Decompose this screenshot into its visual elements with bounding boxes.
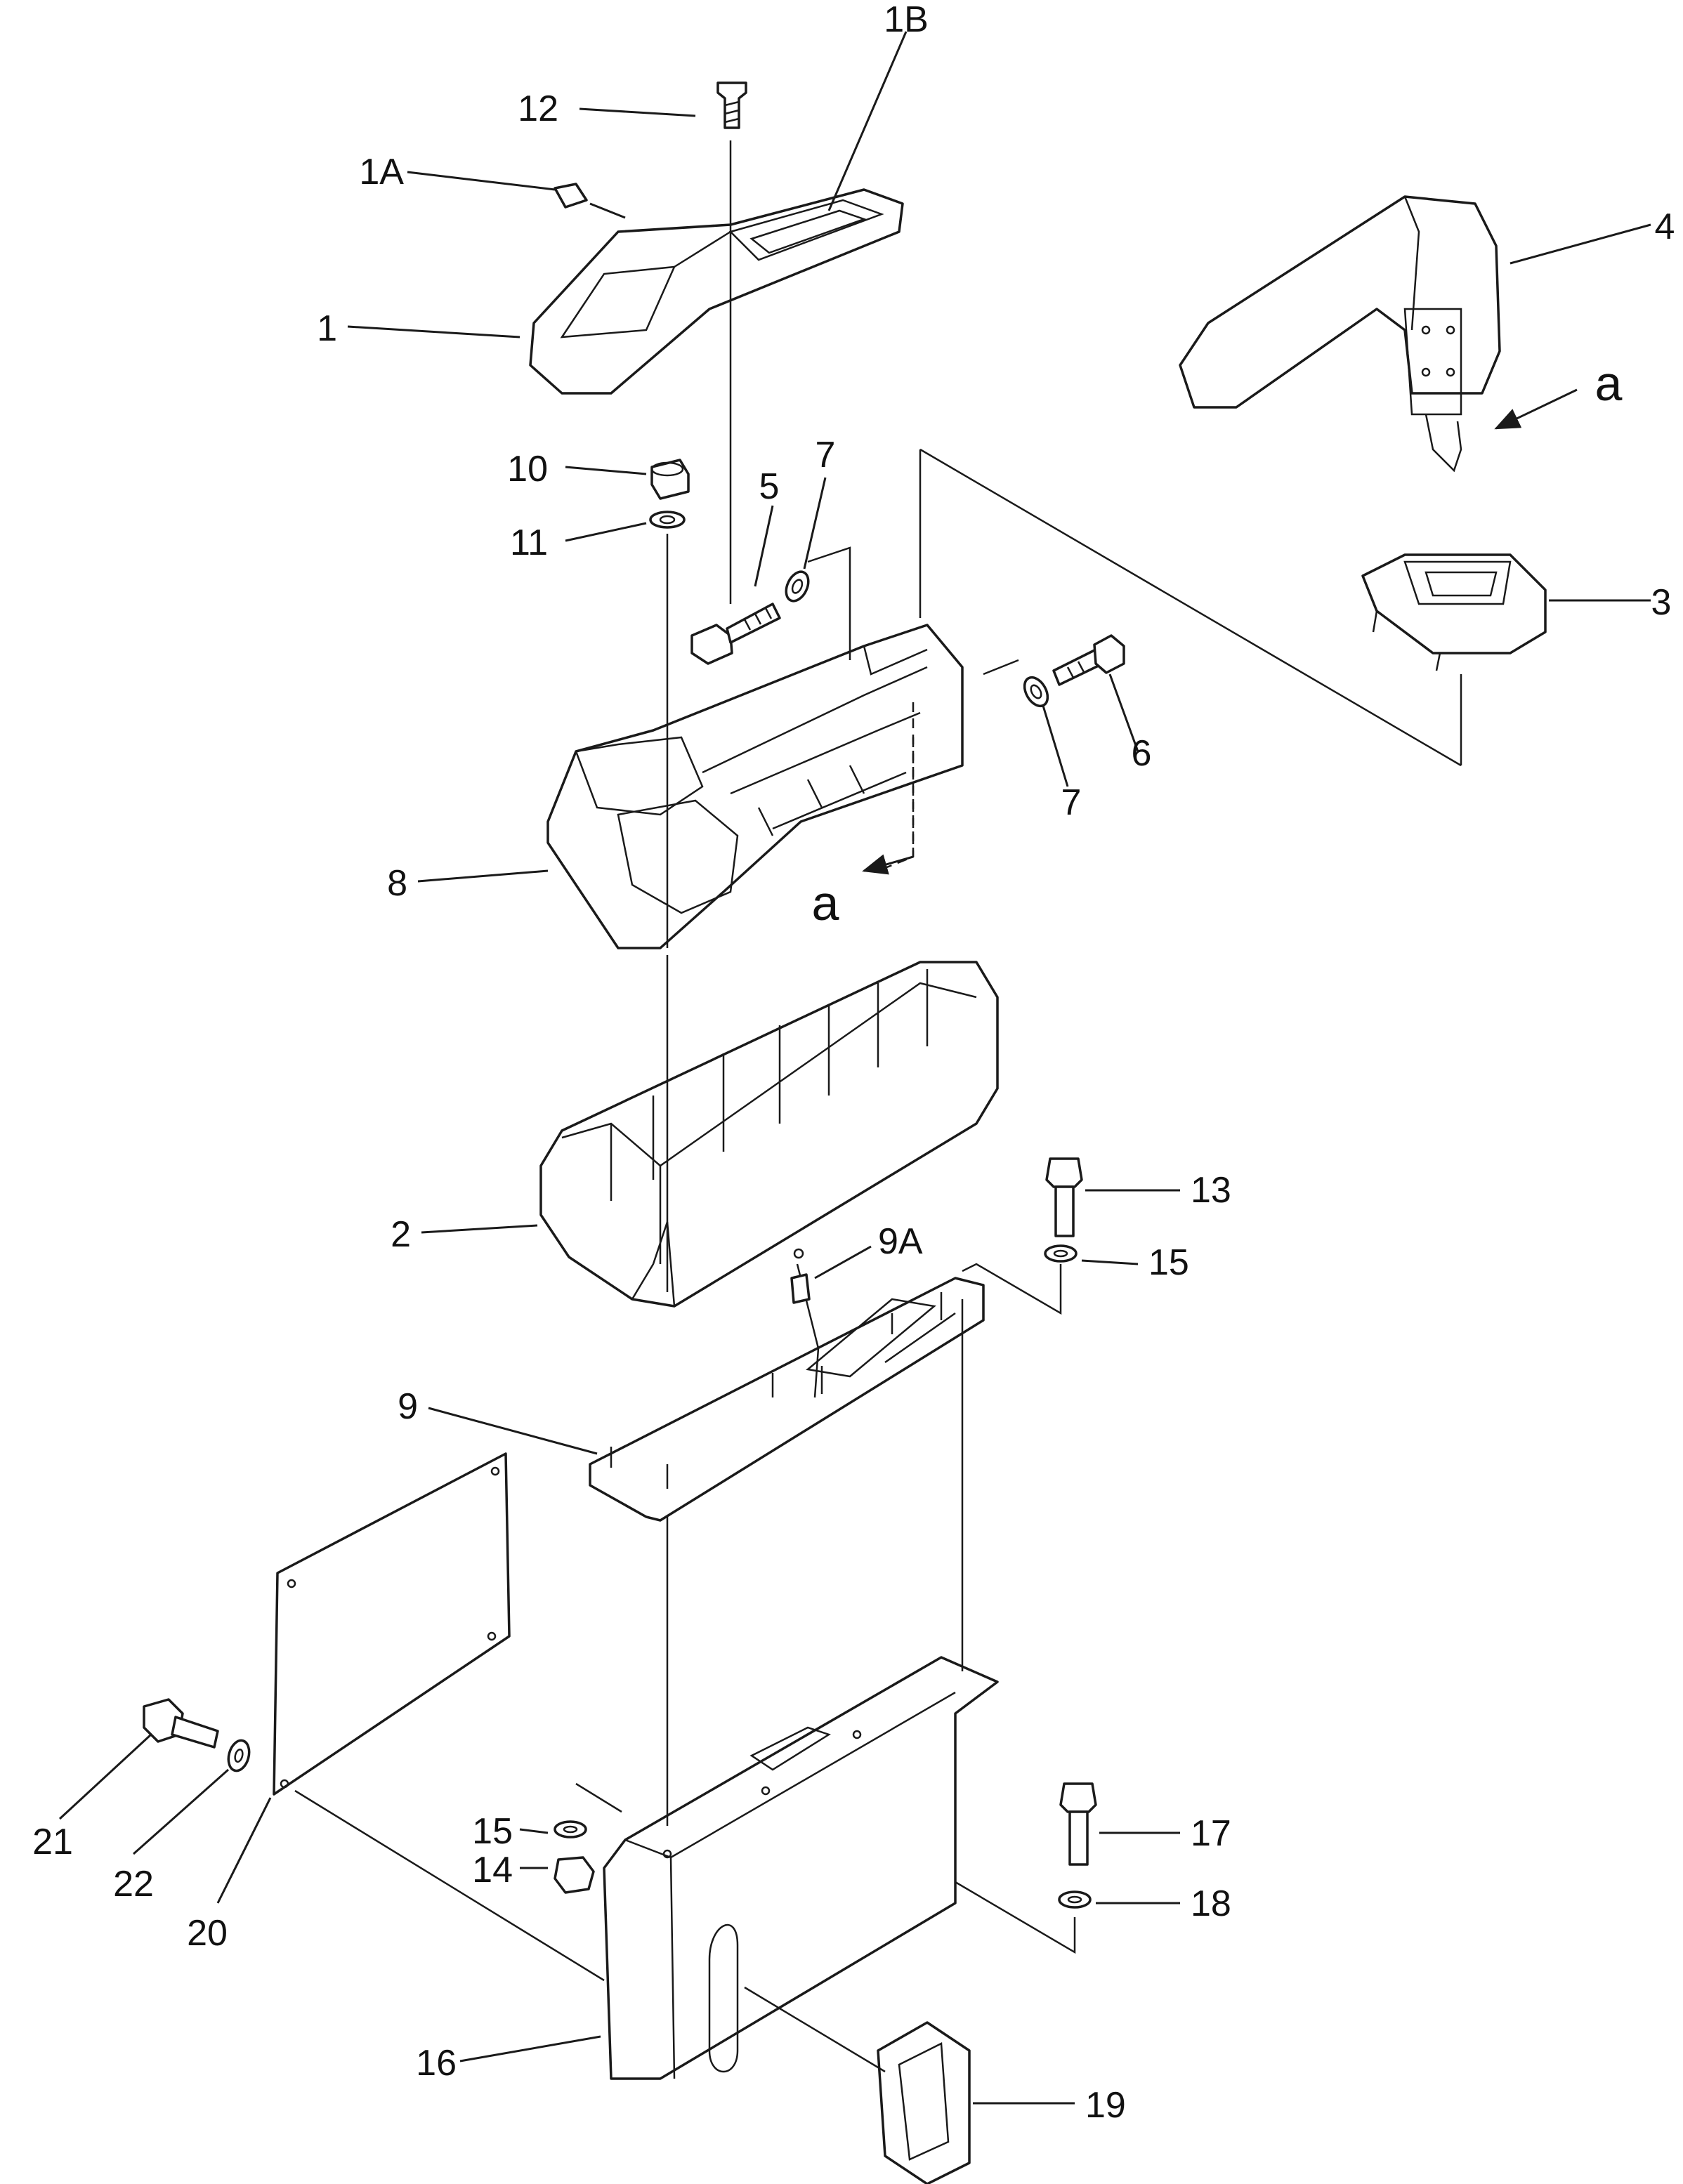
cover-plate-part-20 <box>273 1452 511 1796</box>
nut-part-14 <box>554 1856 595 1894</box>
label-part-6: 6 <box>1132 733 1152 774</box>
label-part-7-lower: 7 <box>1061 782 1082 823</box>
label-part-15-lower: 15 <box>472 1811 513 1852</box>
label-part-11: 11 <box>510 522 548 563</box>
label-part-9a: 9A <box>878 1221 923 1262</box>
label-part-21: 21 <box>32 1822 73 1862</box>
top-cover-part-1 <box>529 188 904 395</box>
assembly-axis-lines <box>294 140 1462 2073</box>
bolt-part-5 <box>690 603 781 665</box>
stand-part-16 <box>603 1656 999 2080</box>
washer-part-7-left <box>785 570 810 603</box>
label-part-17: 17 <box>1191 1813 1231 1854</box>
screw-part-12 <box>716 81 747 129</box>
bolt-part-21 <box>143 1698 219 1749</box>
label-part-2: 2 <box>391 1214 411 1255</box>
label-part-4: 4 <box>1655 206 1675 247</box>
view-arrow-a-top <box>1494 388 1578 430</box>
washer-part-7-right <box>1023 676 1049 708</box>
label-part-1a: 1A <box>359 152 404 192</box>
bolt-part-13 <box>1045 1157 1083 1237</box>
clip-part-1a <box>554 183 588 209</box>
callout-labels: 1B 12 1A 1 4 a 3 10 11 5 7 6 7 8 a 2 13 … <box>32 0 1675 2126</box>
label-part-15-upper: 15 <box>1148 1242 1189 1283</box>
plate-part-9 <box>589 1248 985 1522</box>
view-arrow-a-mid <box>862 854 914 875</box>
label-view-a-mid: a <box>812 876 839 930</box>
label-part-14: 14 <box>472 1850 513 1890</box>
leader-lines <box>58 31 1651 2105</box>
label-part-5: 5 <box>759 466 780 507</box>
washer-part-15-lower <box>554 1820 587 1838</box>
label-part-19: 19 <box>1085 2085 1126 2126</box>
label-part-9: 9 <box>398 1386 418 1427</box>
label-part-7-upper: 7 <box>816 435 836 475</box>
washer-part-22 <box>227 1739 251 1772</box>
label-part-1b: 1B <box>884 0 929 40</box>
label-part-13: 13 <box>1191 1170 1231 1211</box>
label-part-16: 16 <box>416 2043 457 2084</box>
washer-part-18 <box>1058 1890 1092 1909</box>
label-part-18: 18 <box>1191 1883 1231 1924</box>
nut-part-10 <box>650 459 690 500</box>
bolt-part-17 <box>1059 1782 1097 1866</box>
housing-part-8 <box>546 624 964 949</box>
label-view-a-top: a <box>1595 356 1623 411</box>
washer-part-11 <box>649 511 686 529</box>
label-part-22: 22 <box>113 1864 154 1905</box>
bolt-part-6 <box>1052 634 1125 686</box>
label-part-20: 20 <box>187 1913 228 1954</box>
armrest-part-4 <box>1179 195 1501 473</box>
label-part-10: 10 <box>507 449 548 489</box>
label-part-8: 8 <box>387 863 407 904</box>
washer-part-15-upper <box>1044 1244 1078 1263</box>
label-part-1: 1 <box>317 308 337 349</box>
bracket-part-3 <box>1361 553 1547 671</box>
grommet-part-19 <box>877 2021 971 2184</box>
label-part-3: 3 <box>1651 582 1672 623</box>
shell-part-2 <box>539 961 999 1308</box>
label-part-12: 12 <box>518 88 558 129</box>
